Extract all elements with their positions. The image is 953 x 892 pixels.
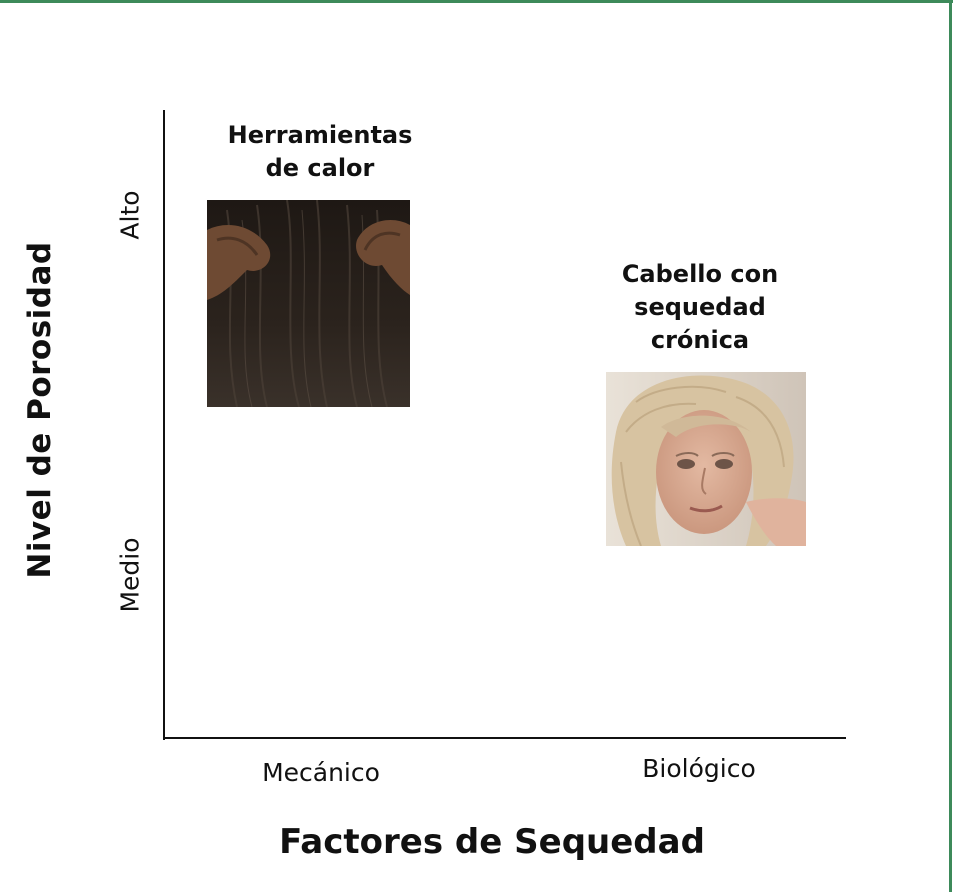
heat-tools-label: Herramientas de calor (228, 119, 413, 185)
chronic-dryness-label-line-3: crónica (650, 326, 750, 354)
x-axis-title: Factores de Sequedad (279, 822, 705, 862)
frame-top-border (0, 0, 953, 3)
frame-right-border (949, 0, 952, 892)
x-tick-biologico: Biológico (642, 754, 756, 783)
x-tick-mecanico: Mecánico (262, 758, 380, 787)
y-tick-alto: Alto (115, 190, 145, 240)
chronic-dryness-label: Cabello con sequedad crónica (622, 258, 778, 357)
heat-tools-label-line-1: Herramientas (227, 121, 413, 149)
heat-tools-label-line-2: de calor (265, 154, 375, 182)
chronic-dryness-label-line-2: sequedad (634, 293, 766, 321)
y-tick-medio: Medio (115, 537, 145, 613)
y-axis-title: Nivel de Porosidad (22, 241, 58, 579)
chronic-dryness-label-line-1: Cabello con (621, 260, 779, 288)
y-axis-line (163, 110, 165, 740)
hands-in-dark-hair-photo (207, 200, 410, 407)
x-axis-line (163, 737, 846, 739)
older-woman-blonde-hair-portrait-photo (606, 372, 806, 546)
